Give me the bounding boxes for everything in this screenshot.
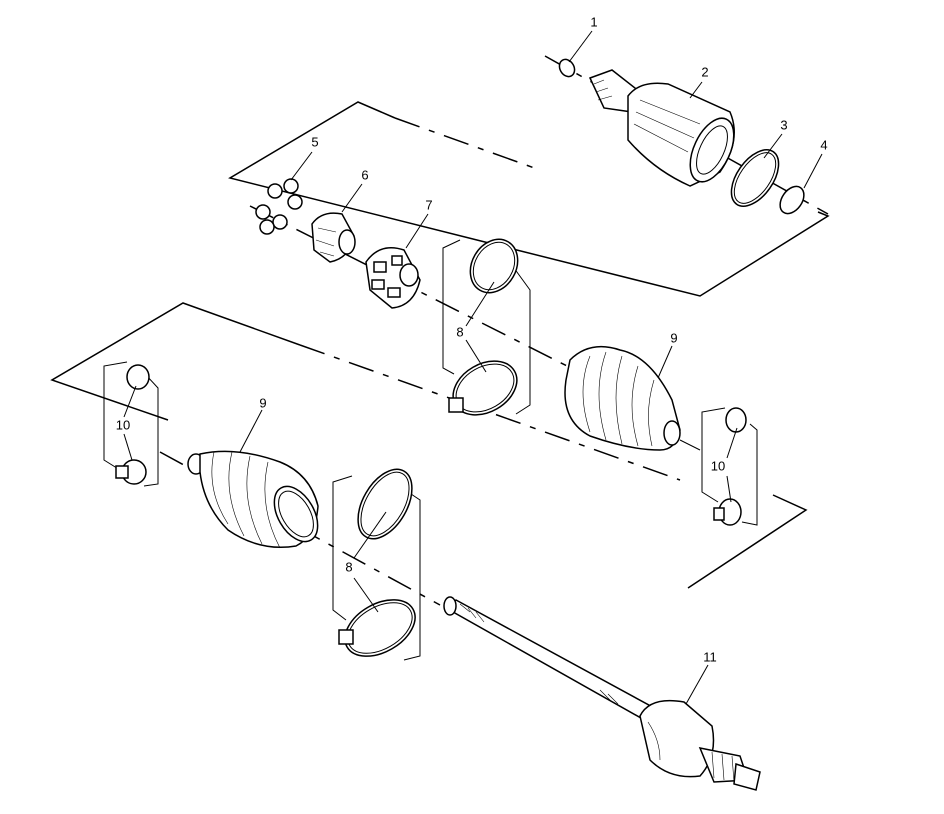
lower-group-frame xyxy=(50,302,808,589)
callout-4: 4 xyxy=(820,137,827,152)
leader-lines xyxy=(123,30,823,705)
clamps-part-10-left xyxy=(103,361,159,487)
callout-7: 7 xyxy=(425,197,432,212)
callout-labels: 1 2 3 4 5 6 7 8 9 10 10 9 8 11 xyxy=(116,14,828,664)
balls-part-5 xyxy=(255,178,303,235)
outer-joint-housing-part-2 xyxy=(588,69,735,187)
inner-race-part-6 xyxy=(311,212,356,263)
clamps-part-10-right xyxy=(701,407,758,526)
callout-2: 2 xyxy=(701,64,708,79)
snap-ring-part-1 xyxy=(558,58,576,78)
callout-9-lower: 9 xyxy=(259,395,266,410)
callout-1: 1 xyxy=(590,14,597,29)
callout-5: 5 xyxy=(311,134,318,149)
callout-9-upper: 9 xyxy=(670,330,677,345)
boot-part-9-lower xyxy=(187,450,319,549)
axle-shaft-part-11 xyxy=(443,596,761,791)
callout-8-upper: 8 xyxy=(456,324,463,339)
callout-10-left: 10 xyxy=(116,417,130,432)
callout-10-right: 10 xyxy=(711,458,725,473)
snap-ring-part-4 xyxy=(779,185,805,215)
upper-group-frame xyxy=(228,101,830,297)
boot-part-9-upper xyxy=(564,345,681,451)
callout-3: 3 xyxy=(780,117,787,132)
retaining-ring-part-3 xyxy=(730,149,780,207)
clamps-part-8-upper xyxy=(442,238,531,416)
callout-6: 6 xyxy=(361,167,368,182)
callout-8-lower: 8 xyxy=(345,559,352,574)
callout-11: 11 xyxy=(703,649,717,664)
clamps-part-8-lower xyxy=(332,468,421,661)
cage-part-7 xyxy=(365,247,421,309)
